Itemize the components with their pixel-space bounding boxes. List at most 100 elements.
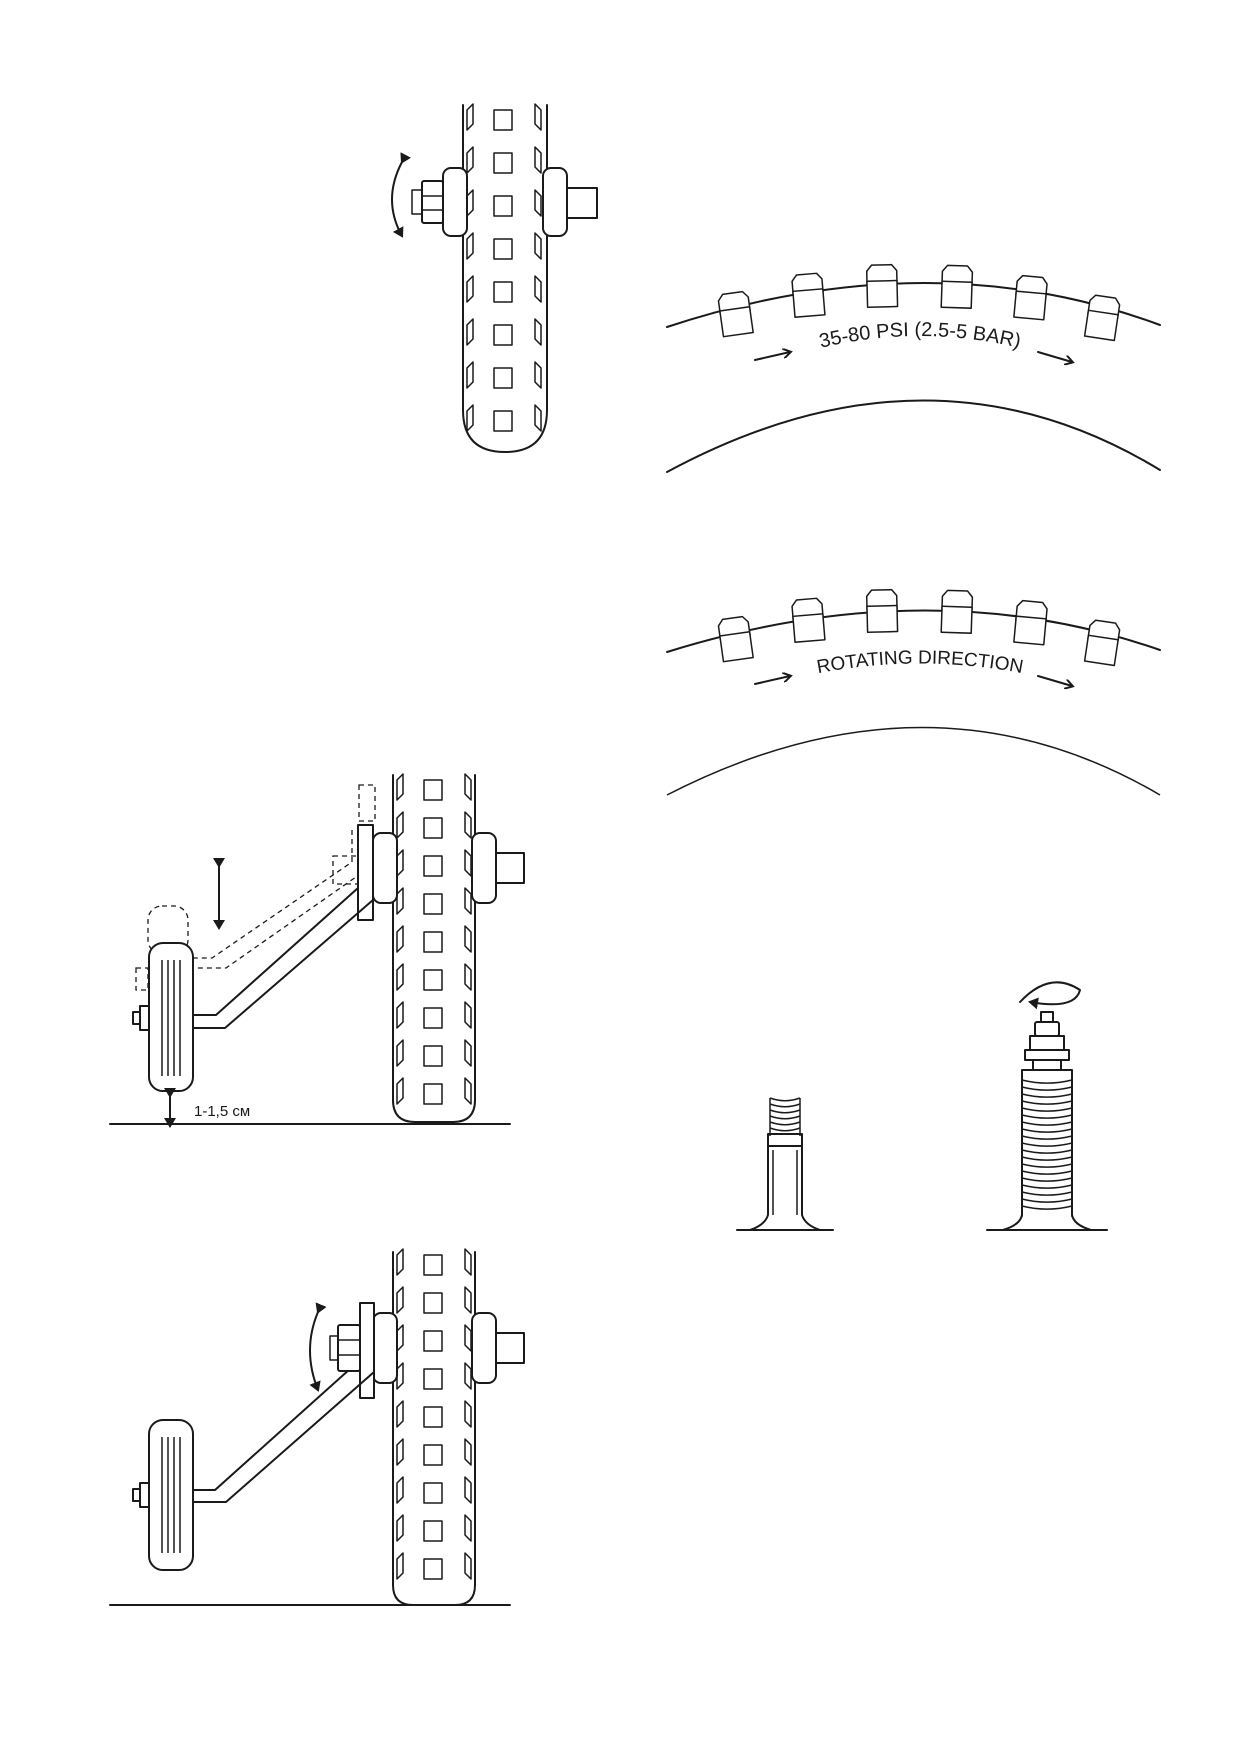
bike-wheel-front-view (462, 103, 548, 453)
bike-wheel-front-view (392, 773, 476, 1123)
tread-pattern (466, 103, 542, 432)
tread-block (464, 849, 472, 877)
tread-block (423, 1292, 443, 1314)
tread-block (534, 103, 542, 131)
tread-block (396, 1552, 404, 1580)
tread-block (396, 887, 404, 915)
tread-block (464, 1514, 472, 1542)
thread (1021, 1205, 1073, 1210)
tread-block (464, 1324, 472, 1352)
tread-block (464, 1400, 472, 1428)
thread (1021, 1086, 1073, 1091)
tire-inner-arc (666, 399, 1161, 473)
tire-knob (1013, 599, 1048, 646)
tread-block (534, 232, 542, 260)
tread-block (493, 324, 513, 346)
tread-block (464, 887, 472, 915)
tread-block (466, 232, 474, 260)
tread-block (396, 1476, 404, 1504)
tread-block (466, 146, 474, 174)
tread-block (464, 1039, 472, 1067)
tread-block (493, 410, 513, 432)
tread-block (396, 1400, 404, 1428)
thread (769, 1109, 801, 1114)
hub-right (471, 1312, 497, 1384)
tread-block (534, 361, 542, 389)
tread-block (466, 318, 474, 346)
tread-block (534, 146, 542, 174)
axle-end (495, 1332, 525, 1364)
diagram-tire-pressure: 35-80 PSI (2.5-5 BAR) (666, 263, 1161, 473)
tread-block (493, 109, 513, 131)
tread-block (423, 893, 443, 915)
tread-block (396, 1362, 404, 1390)
thread (769, 1121, 801, 1126)
valve-threads (769, 1097, 801, 1136)
thread (1021, 1079, 1073, 1084)
tire-knobs (717, 588, 1121, 667)
tread-block (423, 1444, 443, 1466)
tread-block (466, 275, 474, 303)
tread-block (423, 1045, 443, 1067)
tread-block (423, 855, 443, 877)
thread (1021, 1121, 1073, 1126)
thread (1021, 1149, 1073, 1154)
diagram-tighten-bracket (109, 1248, 525, 1606)
tread-block (396, 811, 404, 839)
presta-valve (986, 981, 1108, 1231)
hub-right (471, 832, 497, 904)
tire-knob (940, 264, 974, 309)
thread (1021, 1107, 1073, 1112)
tire-knobs (717, 263, 1121, 342)
tread-block (396, 1248, 404, 1276)
hub-left (372, 1312, 398, 1384)
thread (1021, 1114, 1073, 1119)
rotate-arrow-icon (391, 152, 412, 238)
tread-block (464, 1552, 472, 1580)
tread-block (396, 1286, 404, 1314)
tread-block (396, 963, 404, 991)
thread (1021, 1156, 1073, 1161)
direction-arrow-icon (1037, 675, 1072, 686)
thread (1021, 1142, 1073, 1147)
direction-arrow-icon (754, 352, 790, 361)
thread (1021, 1100, 1073, 1105)
gap-label: 1-1,5 см (194, 1103, 250, 1120)
tread-block (534, 318, 542, 346)
bracket-nut (337, 1324, 361, 1372)
thread (769, 1103, 801, 1108)
tread-block (464, 1001, 472, 1029)
schrader-valve (736, 1097, 834, 1231)
thread (1021, 1128, 1073, 1133)
diagram-rotating-direction: ROTATING DIRECTION (666, 588, 1161, 796)
tread-block (464, 773, 472, 801)
tread-block (423, 931, 443, 953)
thread (1021, 1135, 1073, 1140)
thread (769, 1097, 801, 1102)
tire-knob (1083, 619, 1121, 667)
tread-block (493, 152, 513, 174)
tire-knob (1083, 294, 1121, 342)
tread-block (396, 1438, 404, 1466)
tread-block (464, 1286, 472, 1314)
tire-knob (1013, 274, 1048, 321)
tread-block (493, 281, 513, 303)
tread-block (493, 238, 513, 260)
diagram-valves (736, 981, 1108, 1231)
valve-threads (1021, 1079, 1073, 1217)
axle-end (566, 187, 598, 219)
bracket-plate (357, 824, 374, 921)
tread-block (464, 1248, 472, 1276)
tread-pattern (396, 1248, 472, 1580)
tread-block (396, 1039, 404, 1067)
tread-pattern (396, 773, 472, 1105)
axle-nut (421, 180, 444, 224)
tread-block (423, 1406, 443, 1428)
tread-block (423, 1482, 443, 1504)
tread-block (423, 1007, 443, 1029)
tire-knob (865, 588, 899, 634)
thread (769, 1127, 801, 1132)
tread-block (396, 1001, 404, 1029)
tread-block (466, 361, 474, 389)
